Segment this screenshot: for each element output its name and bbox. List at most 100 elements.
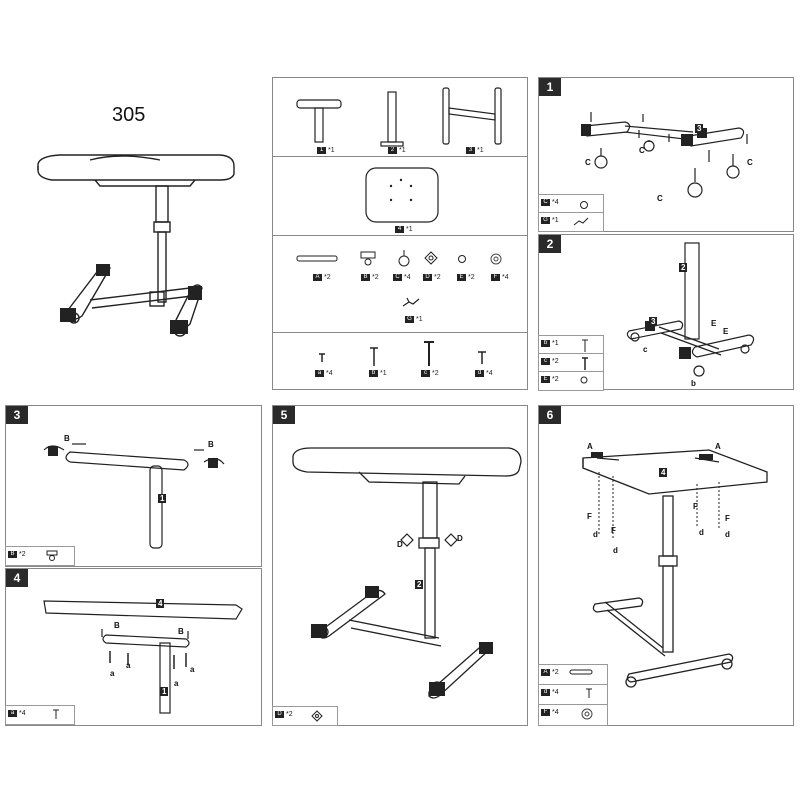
step-1-illustration	[581, 112, 748, 198]
step-6-number: 6	[539, 406, 561, 424]
part-badge-1: 1*1	[317, 147, 335, 154]
washer-icon	[580, 376, 588, 384]
step-6-panel: 6 A A 4 F F F F d d d d A*2 d*4 F*4	[538, 405, 794, 726]
wrench-g-icon	[402, 297, 420, 307]
assembled-table-illustration	[37, 154, 235, 337]
part-1-t-post-icon	[296, 99, 342, 143]
step-5-illustration	[292, 447, 522, 699]
step-3-label-b-left: B	[64, 434, 70, 443]
hw-badge-b: B*2	[361, 274, 379, 281]
part-badge-3: 3*1	[466, 147, 484, 154]
part-3-crossbar-frame-icon	[442, 87, 502, 145]
screw-b-icon	[582, 339, 588, 352]
bracket-a-icon	[296, 255, 338, 262]
part-badge-2: 2*1	[388, 147, 406, 154]
step-1-label-c-1: C	[585, 158, 591, 167]
screw-badge-b: b*1	[369, 370, 387, 377]
step-4-label-a-3: a	[174, 679, 179, 688]
step-3-number: 3	[6, 406, 28, 424]
step-6-label-f-3: F	[693, 502, 698, 511]
step-4-label-b-left: B	[114, 621, 120, 630]
step-6-label-f-2: F	[611, 526, 616, 535]
part-2-upright-post-icon	[380, 91, 404, 147]
step-1-panel: 1 3 C C C C C*4 G*1	[538, 77, 794, 232]
step-2-legend: b*1 c*2 E*2	[538, 335, 604, 391]
clamp-icon	[46, 550, 58, 561]
hw-badge-f: F*4	[491, 274, 509, 281]
step-4-label-a-1: a	[110, 669, 115, 678]
hw-badge-c: C*4	[393, 274, 411, 281]
step-4-label-top: 4	[156, 599, 165, 608]
tool-badge-g: G*1	[405, 316, 423, 323]
step-6-label-f-4: F	[725, 514, 730, 523]
step-4-illustration	[43, 600, 243, 714]
step-4-label-a-2: a	[126, 661, 131, 670]
step-2-label-e-1: E	[711, 319, 717, 328]
step-6-label-d-4: d	[725, 530, 730, 539]
bracket-icon	[569, 669, 593, 675]
step-2-number: 2	[539, 235, 561, 253]
step-1-label-bar: 3	[695, 124, 704, 133]
step-4-label-b-right: B	[178, 627, 184, 636]
step-2-label-e-2: E	[723, 327, 729, 336]
screw-b-icon	[370, 347, 378, 366]
part-badge-4: 4*1	[395, 226, 413, 233]
step-5-label-d-left: D	[397, 540, 403, 549]
knob-icon	[311, 710, 323, 722]
step-3-label-post: 1	[158, 494, 167, 503]
step-2-illustration	[626, 242, 755, 377]
step-5-label-d-right: D	[457, 534, 463, 543]
step-1-number: 1	[539, 78, 561, 96]
step-6-label-top: 4	[659, 468, 668, 477]
screw-a-icon	[53, 709, 59, 719]
knob-d-icon	[424, 251, 438, 265]
step-3-label-b-right: B	[208, 440, 214, 449]
caster-c-icon	[398, 250, 410, 267]
step-5-label-post: 2	[415, 580, 424, 589]
step-6-label-d-3: d	[699, 528, 704, 537]
screw-c-icon	[582, 357, 588, 370]
step-6-label-a-right: A	[715, 442, 721, 451]
step-1-label-c-2: C	[639, 146, 645, 155]
step-6-illustration	[582, 449, 768, 688]
screw-d-icon	[586, 688, 592, 698]
step-5-panel: 5 D D 2 D*2	[272, 405, 528, 726]
step-6-label-d-2: d	[613, 546, 618, 555]
screw-badge-c: c*2	[421, 370, 439, 377]
clamp-b-icon	[360, 251, 376, 266]
step-4-legend: a*4	[5, 705, 75, 725]
washer-f-icon	[490, 253, 502, 265]
hw-badge-e: E*2	[457, 274, 475, 281]
step-6-label-f-1: F	[587, 512, 592, 521]
step-2-label-bar: 3	[649, 317, 658, 326]
part-4-tabletop-icon	[365, 167, 439, 223]
step-1-legend: C*4 G*1	[538, 194, 604, 232]
hw-badge-a: A*2	[313, 274, 331, 281]
step-4-panel: 4 4 B B a a a a 1 a*4	[5, 568, 262, 726]
step-3-panel: 3 B B 1 B*2	[5, 405, 262, 567]
parts-list-panel: 1*1 2*1 3*1 4*1 A*2 B*2 C*4 D*2 E*2 F*4 …	[272, 77, 528, 390]
wrench-icon	[573, 217, 589, 226]
step-2-label-c: c	[643, 345, 648, 354]
step-1-label-c-3: C	[657, 194, 663, 203]
step-4-label-a-4: a	[190, 665, 195, 674]
step-5-number: 5	[273, 406, 295, 424]
washer-e-icon	[458, 255, 466, 263]
screw-badge-a: a*4	[315, 370, 333, 377]
hw-badge-d: D*2	[423, 274, 441, 281]
screw-a-icon	[319, 353, 325, 362]
caster-icon	[580, 201, 588, 209]
step-5-legend: D*2	[272, 706, 338, 726]
screw-badge-d: d*4	[475, 370, 493, 377]
step-6-label-d-1: d	[593, 530, 598, 539]
step-6-label-a-left: A	[587, 442, 593, 451]
washer-icon	[581, 708, 593, 720]
step-2-label-b: b	[691, 379, 696, 388]
step-1-label-c-4: C	[747, 158, 753, 167]
step-3-illustration	[43, 443, 225, 549]
step-6-legend: A*2 d*4 F*4	[538, 664, 608, 726]
step-3-legend: B*2	[5, 546, 75, 566]
screw-c-icon	[424, 341, 434, 366]
step-2-panel: 2 2 3 E E c b b*1 c*2 E*2	[538, 234, 794, 391]
model-number: 305	[112, 104, 146, 126]
